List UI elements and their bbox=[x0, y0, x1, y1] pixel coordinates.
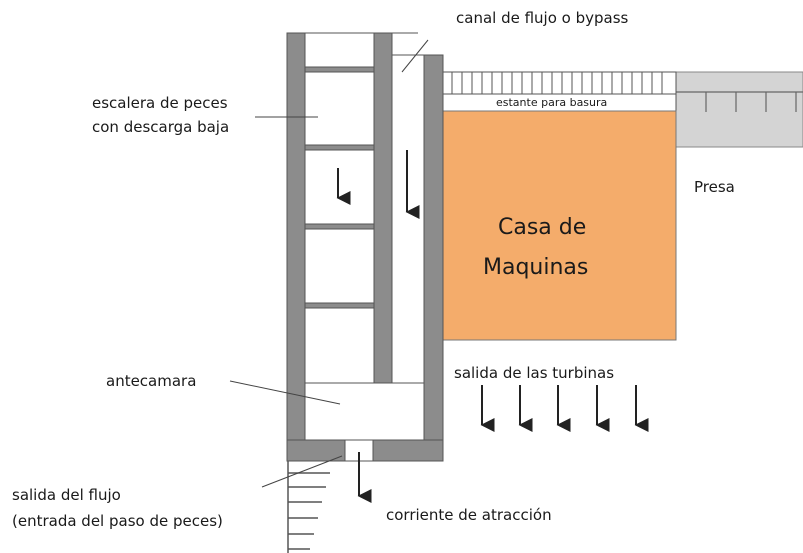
flow-outlet-label-line1: salida del flujo bbox=[12, 486, 121, 504]
dam bbox=[675, 71, 803, 148]
antechamber-label: antecamara bbox=[106, 372, 196, 390]
flow-outlet-label-line2: (entrada del paso de peces) bbox=[12, 512, 223, 530]
fish-ladder-label-line1: escalera de peces bbox=[92, 94, 228, 112]
powerhouse-block bbox=[442, 110, 677, 341]
downstream-steps bbox=[287, 461, 330, 553]
dam-label: Presa bbox=[694, 178, 735, 196]
flow-arrows bbox=[336, 150, 649, 503]
leader-lines bbox=[229, 39, 429, 488]
fish-ladder-walls bbox=[286, 32, 444, 462]
bypass-channel-label: canal de flujo o bypass bbox=[456, 9, 629, 27]
trash-rack bbox=[442, 71, 677, 112]
turbine-outlet-label: salida de las turbinas bbox=[454, 364, 614, 382]
attraction-current-label: corriente de atracción bbox=[386, 506, 552, 524]
fish-ladder-label-line2: con descarga baja bbox=[92, 118, 229, 136]
powerhouse-label-line1: Casa de bbox=[498, 215, 586, 240]
trash-rack-label: estante para basura bbox=[496, 96, 607, 109]
powerhouse-label-line2: Maquinas bbox=[483, 255, 588, 280]
antechamber-area bbox=[304, 382, 425, 441]
ladder-partitions bbox=[304, 66, 375, 309]
